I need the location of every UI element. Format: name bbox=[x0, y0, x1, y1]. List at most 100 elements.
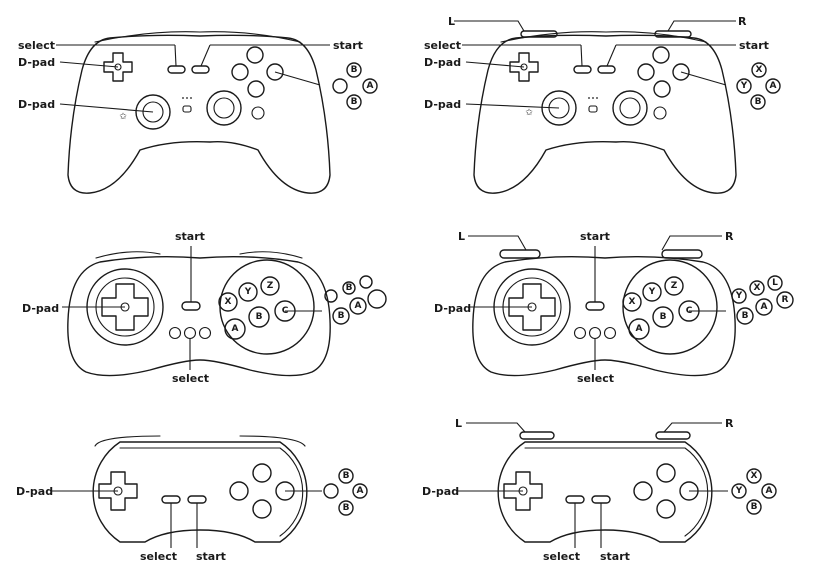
shoulder-r bbox=[661, 249, 703, 259]
shoulder-edge bbox=[239, 435, 306, 447]
label-r: R bbox=[738, 15, 747, 28]
led-dot bbox=[186, 97, 188, 99]
label-dpad: D-pad bbox=[434, 302, 471, 315]
leader-select bbox=[580, 44, 583, 67]
select-button bbox=[565, 495, 585, 504]
leader-face bbox=[274, 71, 321, 86]
led-dot bbox=[592, 97, 594, 99]
legend-b-label: B bbox=[351, 65, 358, 75]
label-dpad: D-pad bbox=[422, 485, 459, 498]
home-button bbox=[653, 106, 667, 120]
legend-b bbox=[332, 307, 350, 325]
legend-blank bbox=[323, 483, 339, 499]
small-button bbox=[603, 326, 617, 340]
right-stick bbox=[206, 90, 242, 126]
face-button-top bbox=[246, 46, 264, 64]
legend-x-label: X bbox=[756, 65, 763, 75]
small-button bbox=[198, 326, 212, 340]
leader-r bbox=[667, 20, 736, 32]
label-dpad: D-pad bbox=[22, 302, 59, 315]
shoulder-edge bbox=[94, 31, 301, 43]
legend-a bbox=[765, 78, 781, 94]
legend-blank bbox=[367, 289, 387, 309]
start-button bbox=[187, 495, 207, 504]
label-r: R bbox=[725, 417, 734, 430]
left-stick bbox=[541, 90, 577, 126]
shoulder-r bbox=[655, 431, 691, 440]
button-x bbox=[622, 292, 642, 312]
select-button bbox=[573, 65, 592, 74]
star-icon: ✩ bbox=[119, 112, 127, 122]
left-stick-cap bbox=[142, 101, 164, 123]
legend-a-label: A bbox=[367, 81, 374, 91]
start-button bbox=[585, 301, 605, 311]
button-z-label: Z bbox=[267, 281, 274, 291]
legend-b bbox=[338, 500, 354, 516]
face-button-bottom bbox=[656, 499, 676, 519]
leader-r bbox=[663, 422, 722, 433]
label-select: select bbox=[18, 39, 55, 52]
button-b bbox=[652, 306, 674, 328]
button-b-label: B bbox=[256, 312, 263, 322]
shoulder-edge bbox=[94, 435, 161, 447]
controller-body bbox=[472, 255, 736, 377]
legend-b-label: B bbox=[755, 97, 762, 107]
legend-a bbox=[755, 298, 773, 316]
select-button bbox=[161, 495, 181, 504]
shoulder-l bbox=[499, 249, 541, 259]
face-button-left bbox=[637, 63, 655, 81]
face-button-top bbox=[252, 463, 272, 483]
leader-select bbox=[174, 44, 177, 67]
label-start: start bbox=[600, 550, 630, 563]
label-r: R bbox=[725, 230, 734, 243]
leader-face bbox=[680, 71, 727, 86]
button-y bbox=[642, 282, 662, 302]
label-l: L bbox=[455, 417, 462, 430]
leader-r bbox=[661, 235, 722, 251]
label-select: select bbox=[140, 550, 177, 563]
face-button-bottom bbox=[247, 80, 265, 98]
legend-x-label: X bbox=[754, 283, 761, 293]
button-b bbox=[248, 306, 270, 328]
legend-b bbox=[750, 94, 766, 110]
right-stick-cap bbox=[213, 97, 235, 119]
legend-y-label: Y bbox=[735, 291, 743, 301]
right-stick-cap bbox=[619, 97, 641, 119]
face-ring bbox=[622, 259, 718, 355]
legend-y bbox=[731, 483, 747, 499]
legend-blank bbox=[324, 289, 338, 303]
face-ring bbox=[219, 259, 315, 355]
star-icon: ✩ bbox=[525, 108, 533, 118]
legend-blank bbox=[332, 78, 348, 94]
label-dpad: D-pad bbox=[18, 56, 55, 69]
button-x-label: X bbox=[629, 297, 636, 307]
face-button-top bbox=[652, 46, 670, 64]
label-l: L bbox=[458, 230, 465, 243]
six-button-controller-left: X Y Z A B C start select D-pad B B A bbox=[22, 230, 387, 385]
legend-a-label: A bbox=[357, 486, 364, 496]
leader-start bbox=[606, 44, 617, 67]
controller-body bbox=[497, 441, 713, 543]
small-button bbox=[588, 326, 602, 340]
label-dpad: D-pad bbox=[424, 98, 461, 111]
start-button bbox=[181, 301, 201, 311]
pro-controller-left: ✩ select start D-pad D-pad B A B bbox=[18, 31, 378, 194]
snes-controller-right: L R D-pad select start X Y A B bbox=[422, 417, 777, 563]
button-z-label: Z bbox=[671, 281, 678, 291]
button-a-label: A bbox=[636, 324, 643, 334]
legend-b bbox=[346, 62, 362, 78]
face-button-right bbox=[672, 63, 690, 81]
shoulder-edge bbox=[500, 31, 707, 43]
button-x bbox=[218, 292, 238, 312]
legend-b-label: B bbox=[346, 283, 353, 293]
label-select: select bbox=[172, 372, 209, 385]
shoulder-l bbox=[520, 30, 558, 38]
legend-blank bbox=[359, 275, 373, 289]
legend-a bbox=[352, 483, 368, 499]
legend-l bbox=[767, 275, 783, 291]
legend-b-label: B bbox=[751, 502, 758, 512]
button-b-label: B bbox=[660, 312, 667, 322]
button-z bbox=[664, 276, 684, 296]
